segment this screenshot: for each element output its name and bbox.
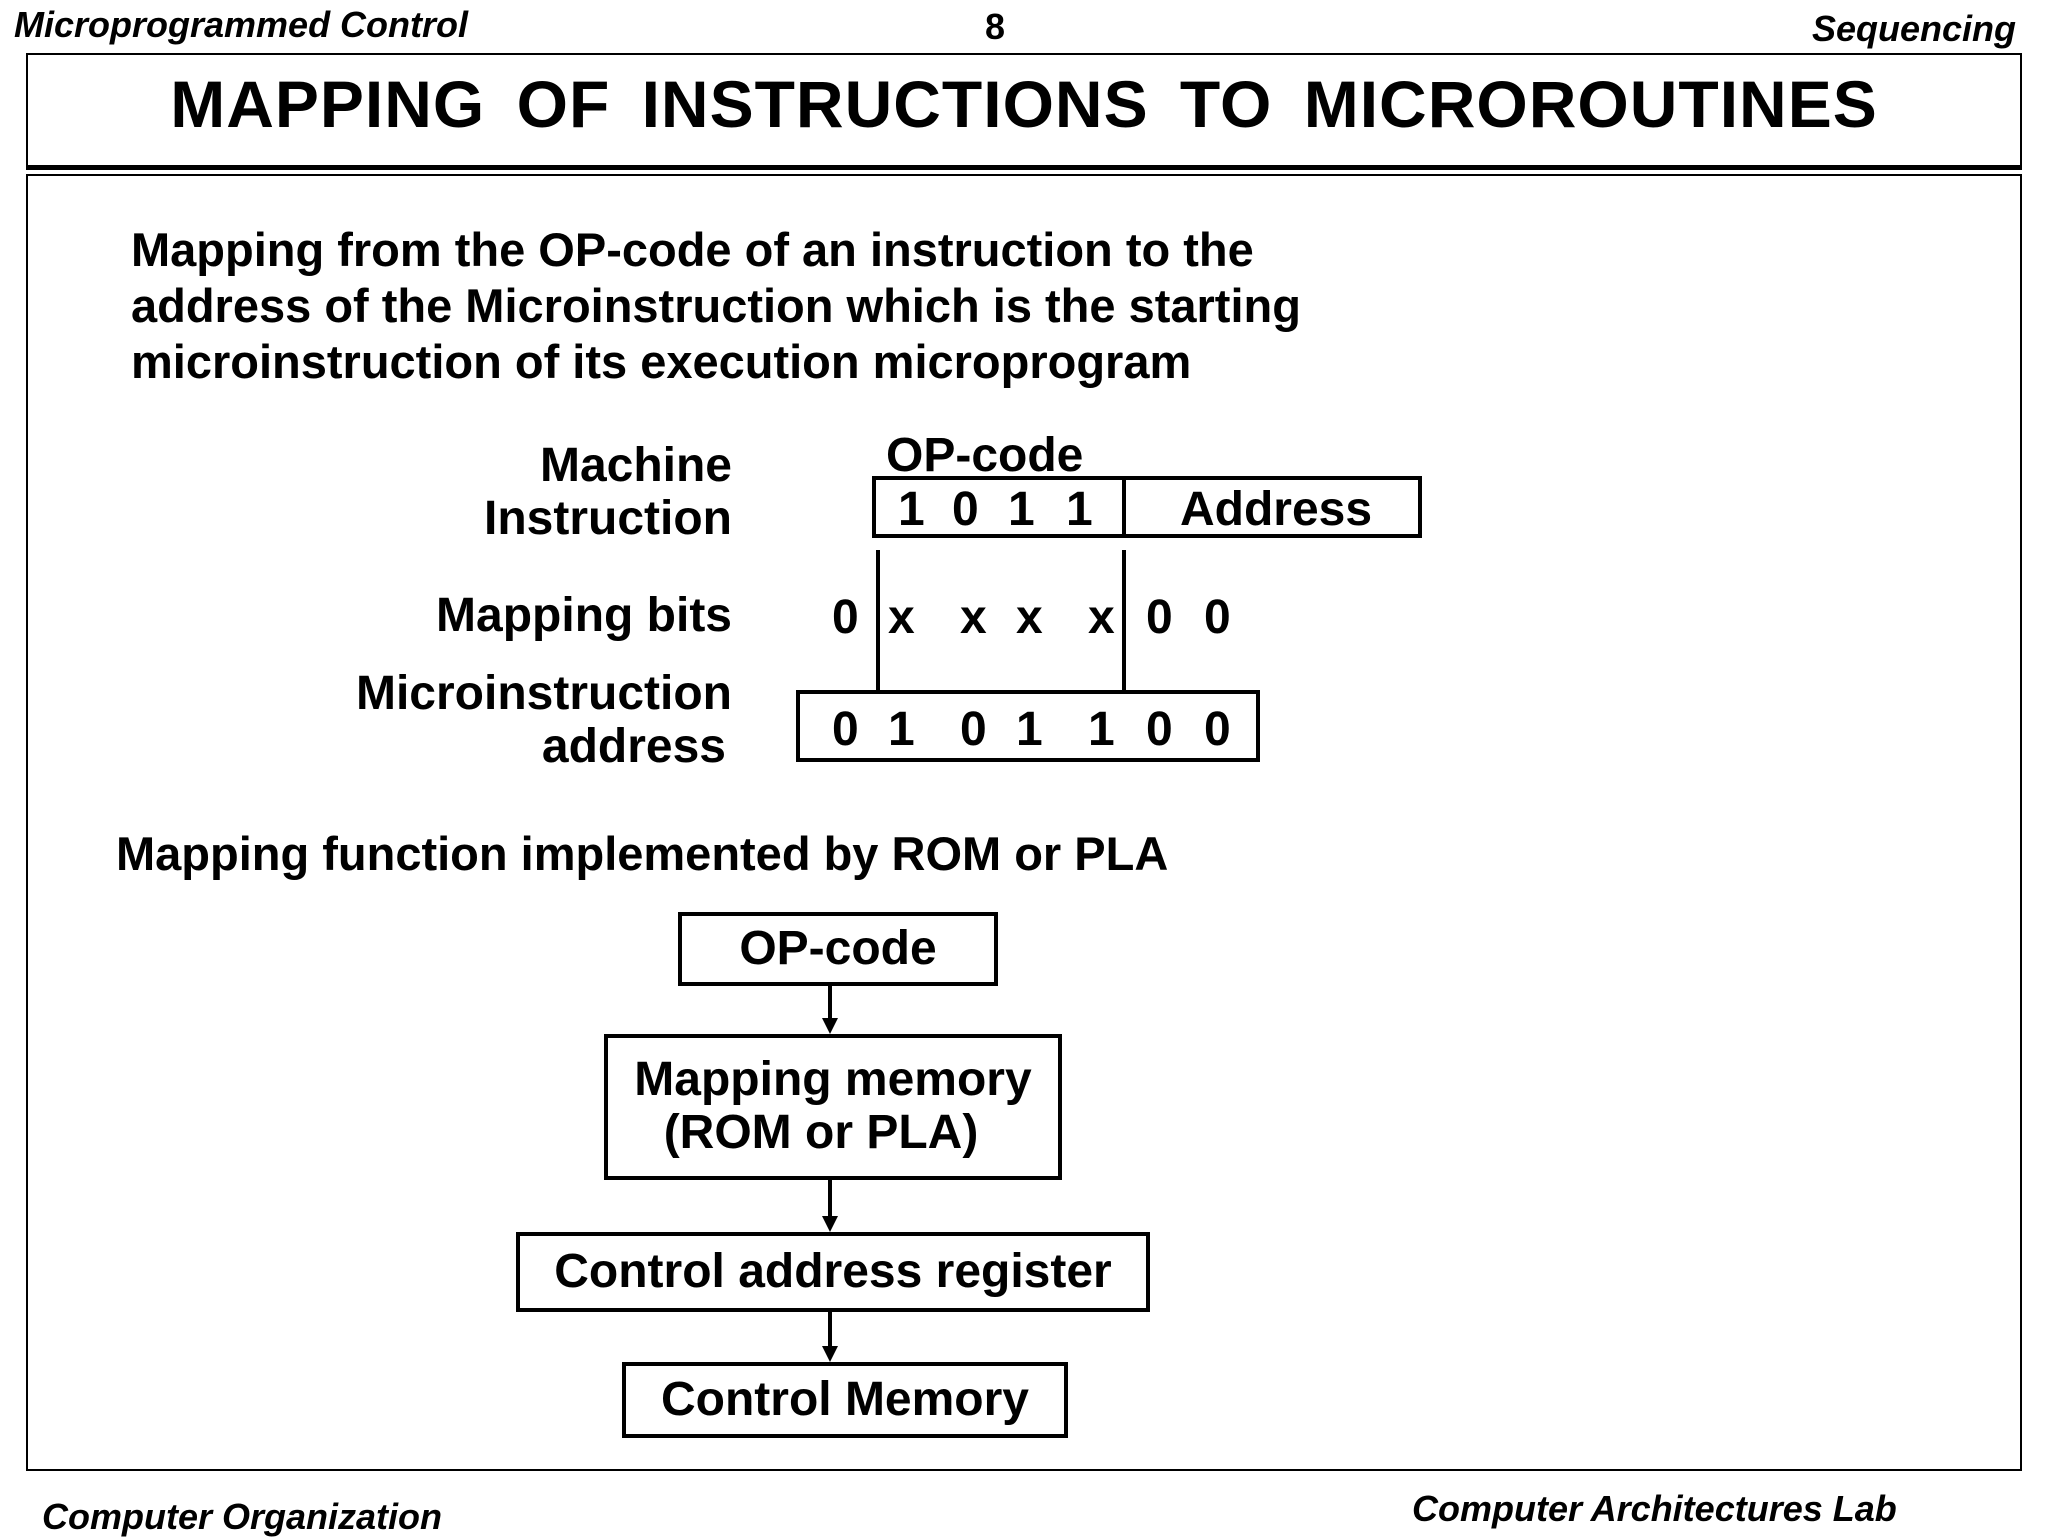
micro-address-bit-5: 1 [1088,703,1115,756]
mapping-memory-line2: (ROM or PLA) [663,1106,979,1159]
mapping-bit-6: 0 [1146,591,1173,644]
title-frame [26,53,2022,165]
opcode-bit-1: 1 [898,483,925,536]
slide-title: MAPPING OF INSTRUCTIONS TO MICROROUTINES [170,67,1878,141]
opcode-left-guide-line [876,550,880,690]
footer-lab: Computer Architectures Lab [1412,1488,1897,1529]
microinstruction-address-label-line2: address [541,719,726,773]
intro-line-2: address of the Microinstruction which is… [131,279,1301,332]
mapping-bit-7: 0 [1204,591,1231,644]
mapping-bit-4: x [1016,591,1043,644]
arrow-opcode-to-mapping-memory [822,986,838,1034]
arrow-car-to-control-memory [822,1312,838,1362]
micro-address-bit-1: 0 [832,703,859,756]
opcode-right-guide-line [1122,550,1126,690]
mapping-memory-line1: Mapping memory [634,1053,1032,1107]
mapping-bit-2: x [888,591,915,644]
title-rule-thick [26,165,2022,170]
arrow-mapping-memory-to-car [822,1180,838,1232]
flow-opcode-box: OP-code [678,912,998,986]
opcode-bit-2: 0 [952,483,979,536]
footer-course: Computer Organization [42,1496,443,1537]
mapping-bit-1: 0 [832,591,859,644]
header-topic: Sequencing [1812,8,2017,49]
flow-control-address-register-box: Control address register [516,1232,1150,1312]
opcode-bit-4: 1 [1066,483,1093,536]
machine-instruction-label: Machine Instruction [420,439,732,546]
flow-mapping-memory-box: Mapping memory (ROM or PLA) [604,1034,1062,1180]
micro-address-bit-6: 0 [1146,703,1173,756]
micro-address-bit-4: 1 [1016,703,1043,756]
machine-instruction-register [872,476,1422,538]
microinstruction-address-register [796,690,1260,762]
microinstruction-address-label: Microinstruction address [300,667,732,774]
opcode-field-label: OP-code [886,429,1084,482]
intro-line-3: microinstruction of its execution microp… [131,335,1192,388]
page-number: 8 [985,6,1006,47]
micro-address-bit-3: 0 [960,703,987,756]
mapping-bit-5: x [1088,591,1115,644]
intro-line-1: Mapping from the OP-code of an instructi… [131,223,1254,276]
mapping-bits-label: Mapping bits [436,589,732,642]
title-rule-thin [26,174,2022,176]
flow-control-memory-box: Control Memory [622,1362,1068,1438]
micro-address-bit-7: 0 [1204,703,1231,756]
content-frame [26,176,2022,1471]
intro-paragraph: Mapping from the OP-code of an instructi… [131,222,1301,390]
opcode-bit-3: 1 [1008,483,1035,536]
mapping-bit-3: x [960,591,987,644]
micro-address-bit-2: 1 [888,703,915,756]
machine-instruction-label-line2: Instruction [484,491,732,545]
microinstruction-address-label-line1: Microinstruction [355,667,732,720]
mapping-function-heading: Mapping function implemented by ROM or P… [116,827,1169,880]
header-course-section: Microprogrammed Control [14,4,469,45]
opcode-address-divider [1122,476,1126,538]
machine-instruction-label-line1: Machine [539,439,732,492]
address-field: Address [1180,483,1373,536]
